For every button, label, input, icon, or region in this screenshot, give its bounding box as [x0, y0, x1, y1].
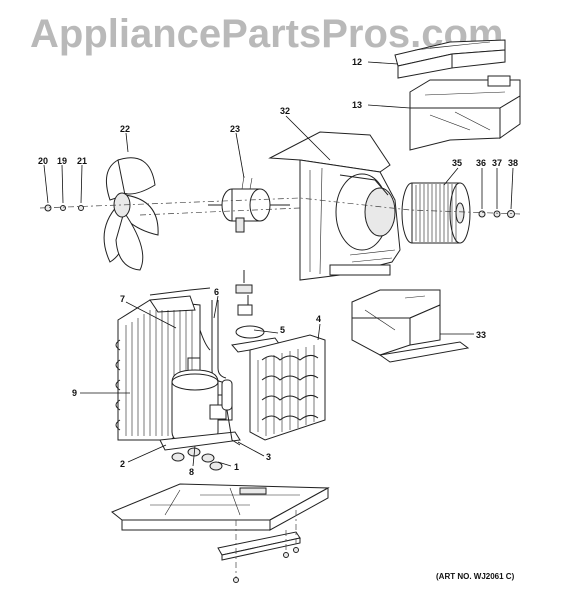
callout-35: 35 [452, 158, 463, 168]
callout-5: 5 [280, 325, 286, 335]
part-13-air-guide [409, 75, 521, 151]
part-33-bracket [351, 289, 470, 363]
callout-32: 32 [280, 106, 291, 116]
callout-20: 20 [38, 156, 49, 166]
part-12-duct [394, 39, 506, 79]
part-32-shroud [268, 131, 401, 281]
part-8-compressor [159, 345, 241, 451]
callout-7: 7 [120, 294, 126, 304]
callout-1: 1 [234, 462, 240, 472]
callout-21: 21 [77, 156, 88, 166]
callout-38: 38 [508, 158, 519, 168]
callout-2: 2 [120, 459, 126, 469]
base-rail [217, 531, 301, 561]
part-35-blower-wheel [401, 182, 471, 244]
callout-12: 12 [352, 57, 363, 67]
callout-13: 13 [352, 100, 363, 110]
callout-23: 23 [230, 124, 241, 134]
art-number: (ART NO. WJ2061 C) [436, 572, 515, 581]
part-5-capacitor [231, 270, 281, 353]
callout-8: 8 [189, 467, 195, 477]
callout-36: 36 [476, 158, 487, 168]
part-1-grommets [171, 447, 223, 471]
part-4-evaporator-coil [249, 334, 326, 441]
callout-6: 6 [214, 287, 220, 297]
part-22-fan-blade [103, 157, 159, 271]
screws [233, 510, 299, 583]
callout-33: 33 [476, 330, 487, 340]
part-23-fan-motor [208, 175, 290, 233]
callout-19: 19 [57, 156, 68, 166]
base-pan [111, 483, 330, 531]
part-3-accumulator [221, 379, 241, 446]
shaft-centerline [39, 197, 521, 215]
leader-lines [43, 61, 514, 467]
callout-9: 9 [72, 388, 78, 398]
callout-37: 37 [492, 158, 503, 168]
callout-4: 4 [316, 314, 322, 324]
callout-3: 3 [266, 452, 272, 462]
shaft-centerline-lower [139, 207, 301, 216]
callout-22: 22 [120, 124, 131, 134]
